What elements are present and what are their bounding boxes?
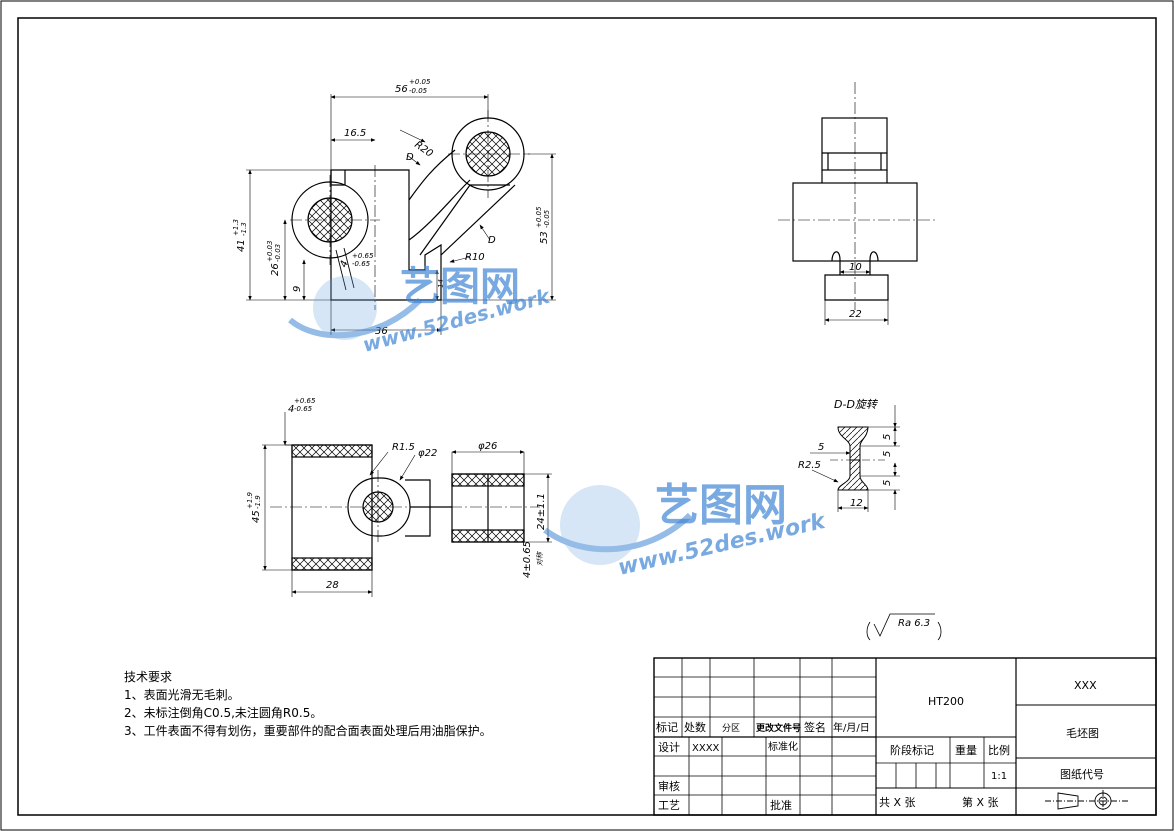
dim-4b-tol-dn: -0.65	[294, 405, 313, 413]
tb-approve-label: 批准	[770, 798, 792, 812]
side-centerlines	[778, 82, 936, 310]
tb-scale-value: 1:1	[991, 771, 1007, 782]
dim-41-tol-dn: -1.3	[240, 222, 248, 236]
dim-4b: 4	[288, 404, 294, 415]
side-dimension-lines	[824, 270, 889, 325]
dim-5d: 5	[882, 480, 893, 486]
dim-5c: 5	[882, 451, 893, 457]
dim-26-tol-up: +0.03	[266, 241, 274, 262]
dim-45: 45	[251, 510, 262, 523]
dim-10: 10	[849, 262, 862, 273]
tb-standard-label: 标准化	[768, 740, 798, 753]
dim-22: 22	[849, 309, 862, 320]
dim-14: 14	[437, 279, 445, 288]
section-dd-lines	[810, 405, 900, 512]
dim-56-tol-dn: -0.05	[409, 87, 428, 95]
tb-drawing-name: 毛坯图	[1066, 727, 1099, 740]
front-dimension-lines	[246, 94, 556, 335]
front-centerlines	[290, 110, 530, 310]
section-dd	[837, 426, 869, 491]
dim-53-tol-up: +0.05	[535, 206, 543, 228]
dim-r2-5: R2.5	[798, 460, 821, 471]
dim-phi22: φ22	[418, 448, 437, 459]
dim-56: 56	[395, 84, 408, 95]
tb-sign-label: 签名	[804, 720, 826, 734]
watermark-1	[288, 276, 423, 340]
tb-zone-label: 分区	[722, 723, 740, 734]
tb-sheet-no: 第 X 张	[962, 795, 999, 809]
dim-26-tol-dn: -0.03	[274, 244, 282, 262]
tb-design-value: XXXX	[692, 743, 720, 754]
dim-dui-cheng: 对称	[536, 551, 544, 566]
tb-drawing-code-label: 图纸代号	[1060, 768, 1104, 781]
tb-stage-label: 阶段标记	[890, 743, 934, 757]
tb-review-label: 审核	[658, 779, 680, 793]
tech-requirement-2: 2、未标注倒角C0.5,未注圆角R0.5。	[124, 706, 323, 720]
dim-36: 36	[375, 326, 388, 337]
tb-total-sheets: 共 X 张	[879, 796, 916, 809]
dim-45-tol-up: +1.9	[246, 491, 254, 509]
tb-process-label: 工艺	[658, 799, 680, 812]
dim-phi26: φ26	[478, 441, 497, 452]
tech-requirements: 技术要求 1、表面光滑无毛刺。 2、未标注倒角C0.5,未注圆角R0.5。 3、…	[124, 668, 492, 740]
dim-4: 4	[338, 259, 351, 269]
dim-26: 26	[270, 263, 281, 276]
tb-scale-label: 比例	[988, 743, 1010, 757]
dim-24: 24±1.1	[536, 493, 547, 530]
top-dimension-lines	[262, 412, 552, 597]
top-view	[291, 444, 525, 571]
dim-4-tol-dn: -0.65	[352, 260, 371, 268]
dim-5b: 5	[818, 442, 824, 453]
dim-41-tol-up: +1.3	[232, 219, 240, 236]
roughness-symbol	[866, 613, 942, 641]
dim-41: 41	[236, 239, 247, 252]
dim-28: 28	[326, 580, 339, 591]
dim-5a: 5	[882, 434, 893, 440]
watermark-2	[543, 485, 693, 565]
tech-requirement-3: 3、工件表面不得有划伤，重要部件的配合面表面处理后用油脂保护。	[124, 724, 492, 738]
dim-9: 9	[292, 286, 303, 292]
tb-mark-label: 标记	[656, 720, 678, 734]
dim-16-5: 16.5	[344, 128, 366, 139]
tb-change-doc-label: 更改文件号	[756, 722, 801, 734]
tech-requirements-title: 技术要求	[124, 670, 173, 684]
section-mark-d-1: D	[406, 152, 414, 163]
dim-4-065: 4±0.65	[522, 541, 533, 578]
dim-53: 53	[539, 231, 550, 244]
section-mark-d-2: D	[488, 235, 496, 246]
dim-45-tol-dn: -1.9	[254, 495, 262, 509]
dim-r10: R10	[465, 252, 485, 263]
dim-12: 12	[850, 498, 863, 509]
inner-border	[17, 17, 1157, 816]
dim-r20: R20	[412, 139, 434, 159]
tb-material: HT200	[928, 695, 964, 708]
watermark-brand-2: 艺图网	[655, 480, 787, 531]
tb-date-label: 年/月/日	[833, 721, 870, 734]
tb-design-label: 设计	[658, 741, 680, 754]
dim-4b-tol-up: +0.65	[294, 397, 316, 405]
top-centerlines	[270, 470, 540, 545]
dim-53-tol-dn: -0.05	[543, 209, 551, 228]
tb-count-label: 处数	[684, 721, 706, 734]
roughness-value: Ra 6.3	[898, 618, 930, 629]
dim-4-tol-up: +0.65	[352, 252, 374, 260]
section-dd-title: D-D旋转	[834, 398, 879, 411]
tech-requirement-1: 1、表面光滑无毛刺。	[124, 688, 240, 702]
watermark-brand-1: 艺图网	[400, 264, 520, 310]
tb-company: XXX	[1074, 679, 1097, 692]
dim-56-tol-up: +0.05	[409, 78, 431, 86]
dim-r1-5: R1.5	[392, 442, 415, 453]
title-block	[653, 657, 1157, 816]
tb-weight-label: 重量	[955, 743, 977, 757]
projection-symbol-icon	[1045, 790, 1128, 812]
